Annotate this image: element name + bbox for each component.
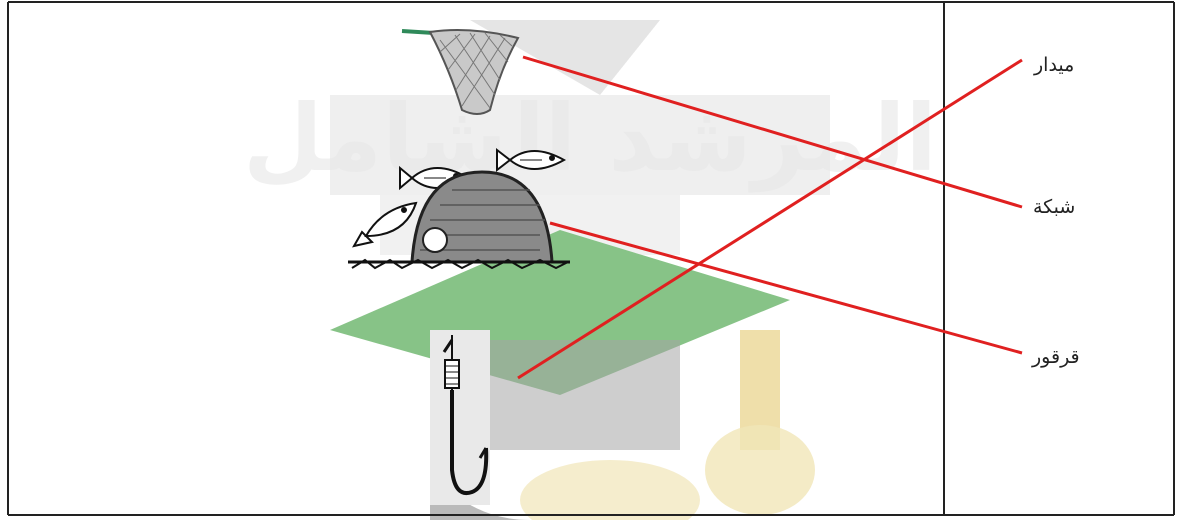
label-qarqour: قرقور [1032, 346, 1080, 368]
label-midar: ميدار [1034, 54, 1074, 76]
watermark-text: المرشد الشامل [243, 85, 937, 193]
watermark: المرشد الشامل [243, 20, 937, 520]
label-shabaka: شبكة [1033, 196, 1075, 218]
fishing-hook-image [430, 330, 490, 505]
